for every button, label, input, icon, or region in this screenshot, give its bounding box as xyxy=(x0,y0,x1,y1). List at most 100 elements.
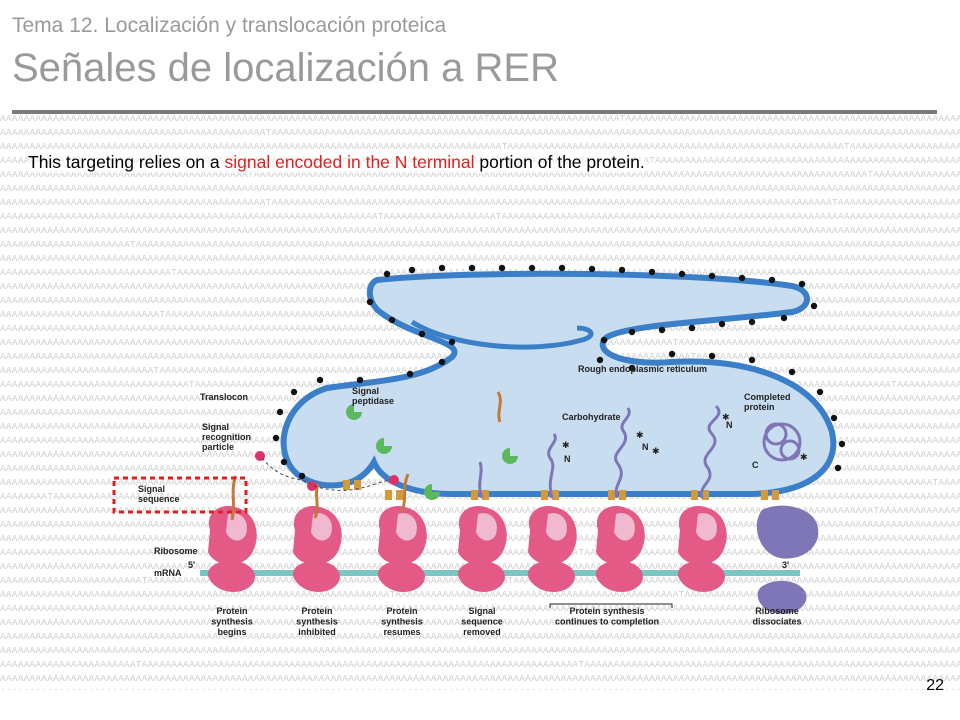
step-label-line: inhibited xyxy=(298,627,336,637)
membrane-dot xyxy=(498,264,506,272)
large-subunit xyxy=(756,505,819,559)
label-ribosome: Ribosome xyxy=(154,546,198,556)
ribosome xyxy=(207,506,257,592)
membrane-dot xyxy=(748,356,756,364)
label-translocon: Translocon xyxy=(200,392,248,402)
ribosome-highlight xyxy=(396,513,417,541)
membrane-dot xyxy=(838,440,846,448)
membrane-dot xyxy=(406,370,414,378)
peptidase-4 xyxy=(502,448,518,464)
membrane-dot xyxy=(780,314,788,322)
step-label-line: begins xyxy=(217,627,246,637)
small-subunit xyxy=(757,580,807,614)
ribosome-highlight xyxy=(476,513,497,541)
step-label-line: synthesis xyxy=(211,617,253,627)
step-label-line: sequence xyxy=(461,617,503,627)
slide-title: Señales de localización a RER xyxy=(12,46,559,90)
chain-step5b xyxy=(614,407,631,499)
membrane-dot xyxy=(648,268,656,276)
membrane-dot xyxy=(816,388,824,396)
step-label-line: Signal xyxy=(468,606,495,616)
membrane-dot xyxy=(383,270,391,278)
page-number: 22 xyxy=(926,677,944,694)
label-completed-protein-2: protein xyxy=(744,402,775,412)
carb-mark-2: ✱ xyxy=(636,430,644,440)
ribosome-small-subunit xyxy=(292,560,340,592)
label-3prime: 3' xyxy=(782,560,789,570)
membrane-dot xyxy=(618,266,626,274)
membrane-dot xyxy=(658,326,666,334)
peptidase-2 xyxy=(376,438,392,454)
membrane-dot xyxy=(668,350,676,358)
translocon-left xyxy=(385,490,392,500)
membrane-dot xyxy=(798,280,806,288)
ribosome-group xyxy=(207,506,727,592)
membrane-dot xyxy=(468,264,476,272)
caption-highlight: signal encoded in the N terminal xyxy=(224,152,475,172)
step-label-line: synthesis xyxy=(296,617,338,627)
membrane-dot xyxy=(588,265,596,273)
step-label-line: resumes xyxy=(383,627,420,637)
label-signal-sequence-1: Signal xyxy=(138,484,165,494)
slide-subtitle: Tema 12. Localización y translocación pr… xyxy=(12,14,447,37)
peptidase-1 xyxy=(346,404,362,420)
membrane-dot xyxy=(408,266,416,274)
peptidase-3 xyxy=(424,484,440,500)
translocon-left xyxy=(541,490,548,500)
ribosome xyxy=(377,506,427,592)
membrane-dot xyxy=(558,264,566,272)
label-c: C xyxy=(752,460,759,470)
translocon-left xyxy=(343,480,350,490)
step-bracket xyxy=(549,603,673,608)
label-srp-3: particle xyxy=(202,442,234,452)
srp-return-path xyxy=(313,479,391,491)
ribosome xyxy=(595,506,645,592)
ribosome-highlight xyxy=(226,513,247,541)
membrane-ribosome-dots xyxy=(272,264,846,480)
label-n1: N xyxy=(564,454,571,464)
step-label-line: Protein synthesis xyxy=(569,606,644,616)
signal-fragment xyxy=(496,391,502,423)
membrane-dot xyxy=(596,356,604,364)
ribosome-dissociated xyxy=(756,505,819,614)
translocon-right xyxy=(619,490,626,500)
membrane-dot xyxy=(708,352,716,360)
ribosome-small-subunit xyxy=(377,560,425,592)
ribosome-highlight xyxy=(614,513,635,541)
translocon-right xyxy=(354,480,361,490)
membrane-dot xyxy=(788,368,796,376)
chain-step5c xyxy=(699,404,721,499)
signal-chain-3 xyxy=(400,473,410,513)
membrane-dot xyxy=(738,274,746,282)
er-fold xyxy=(410,319,594,350)
membrane-dot xyxy=(316,376,324,384)
ribosome-small-subunit xyxy=(595,560,643,592)
membrane-dot xyxy=(628,364,636,372)
membrane-dot xyxy=(810,302,818,310)
step-label-line: Protein xyxy=(301,606,332,616)
translocon-right xyxy=(482,490,489,500)
membrane-dot xyxy=(718,320,726,328)
ribosome xyxy=(457,506,507,592)
srp-particles xyxy=(255,451,399,491)
ribosome-highlight xyxy=(546,513,567,541)
step-label-line: dissociates xyxy=(752,617,801,627)
label-signal-peptidase-2: peptidase xyxy=(352,396,394,406)
membrane-dot xyxy=(830,414,838,422)
translocon-right xyxy=(552,490,559,500)
membrane-dot xyxy=(388,316,396,324)
caption-text-start: This targeting relies on a xyxy=(28,152,225,172)
translocon-right xyxy=(772,490,779,500)
ribosome-small-subunit xyxy=(457,560,505,592)
chain-step4 xyxy=(478,461,484,499)
label-srp-2: recognition xyxy=(202,432,251,442)
label-n2: N xyxy=(642,442,649,452)
step-labels: ProteinsynthesisbeginsProteinsynthesisin… xyxy=(211,603,802,637)
membrane-dot xyxy=(448,338,456,346)
label-signal-peptidase-1: Signal xyxy=(352,386,379,396)
er-membrane xyxy=(280,270,837,497)
membrane-dot xyxy=(708,272,716,280)
membrane-dot xyxy=(366,298,374,306)
carb-mark-5: ✱ xyxy=(800,452,808,462)
signal-sequence-highlight-box xyxy=(112,476,248,514)
